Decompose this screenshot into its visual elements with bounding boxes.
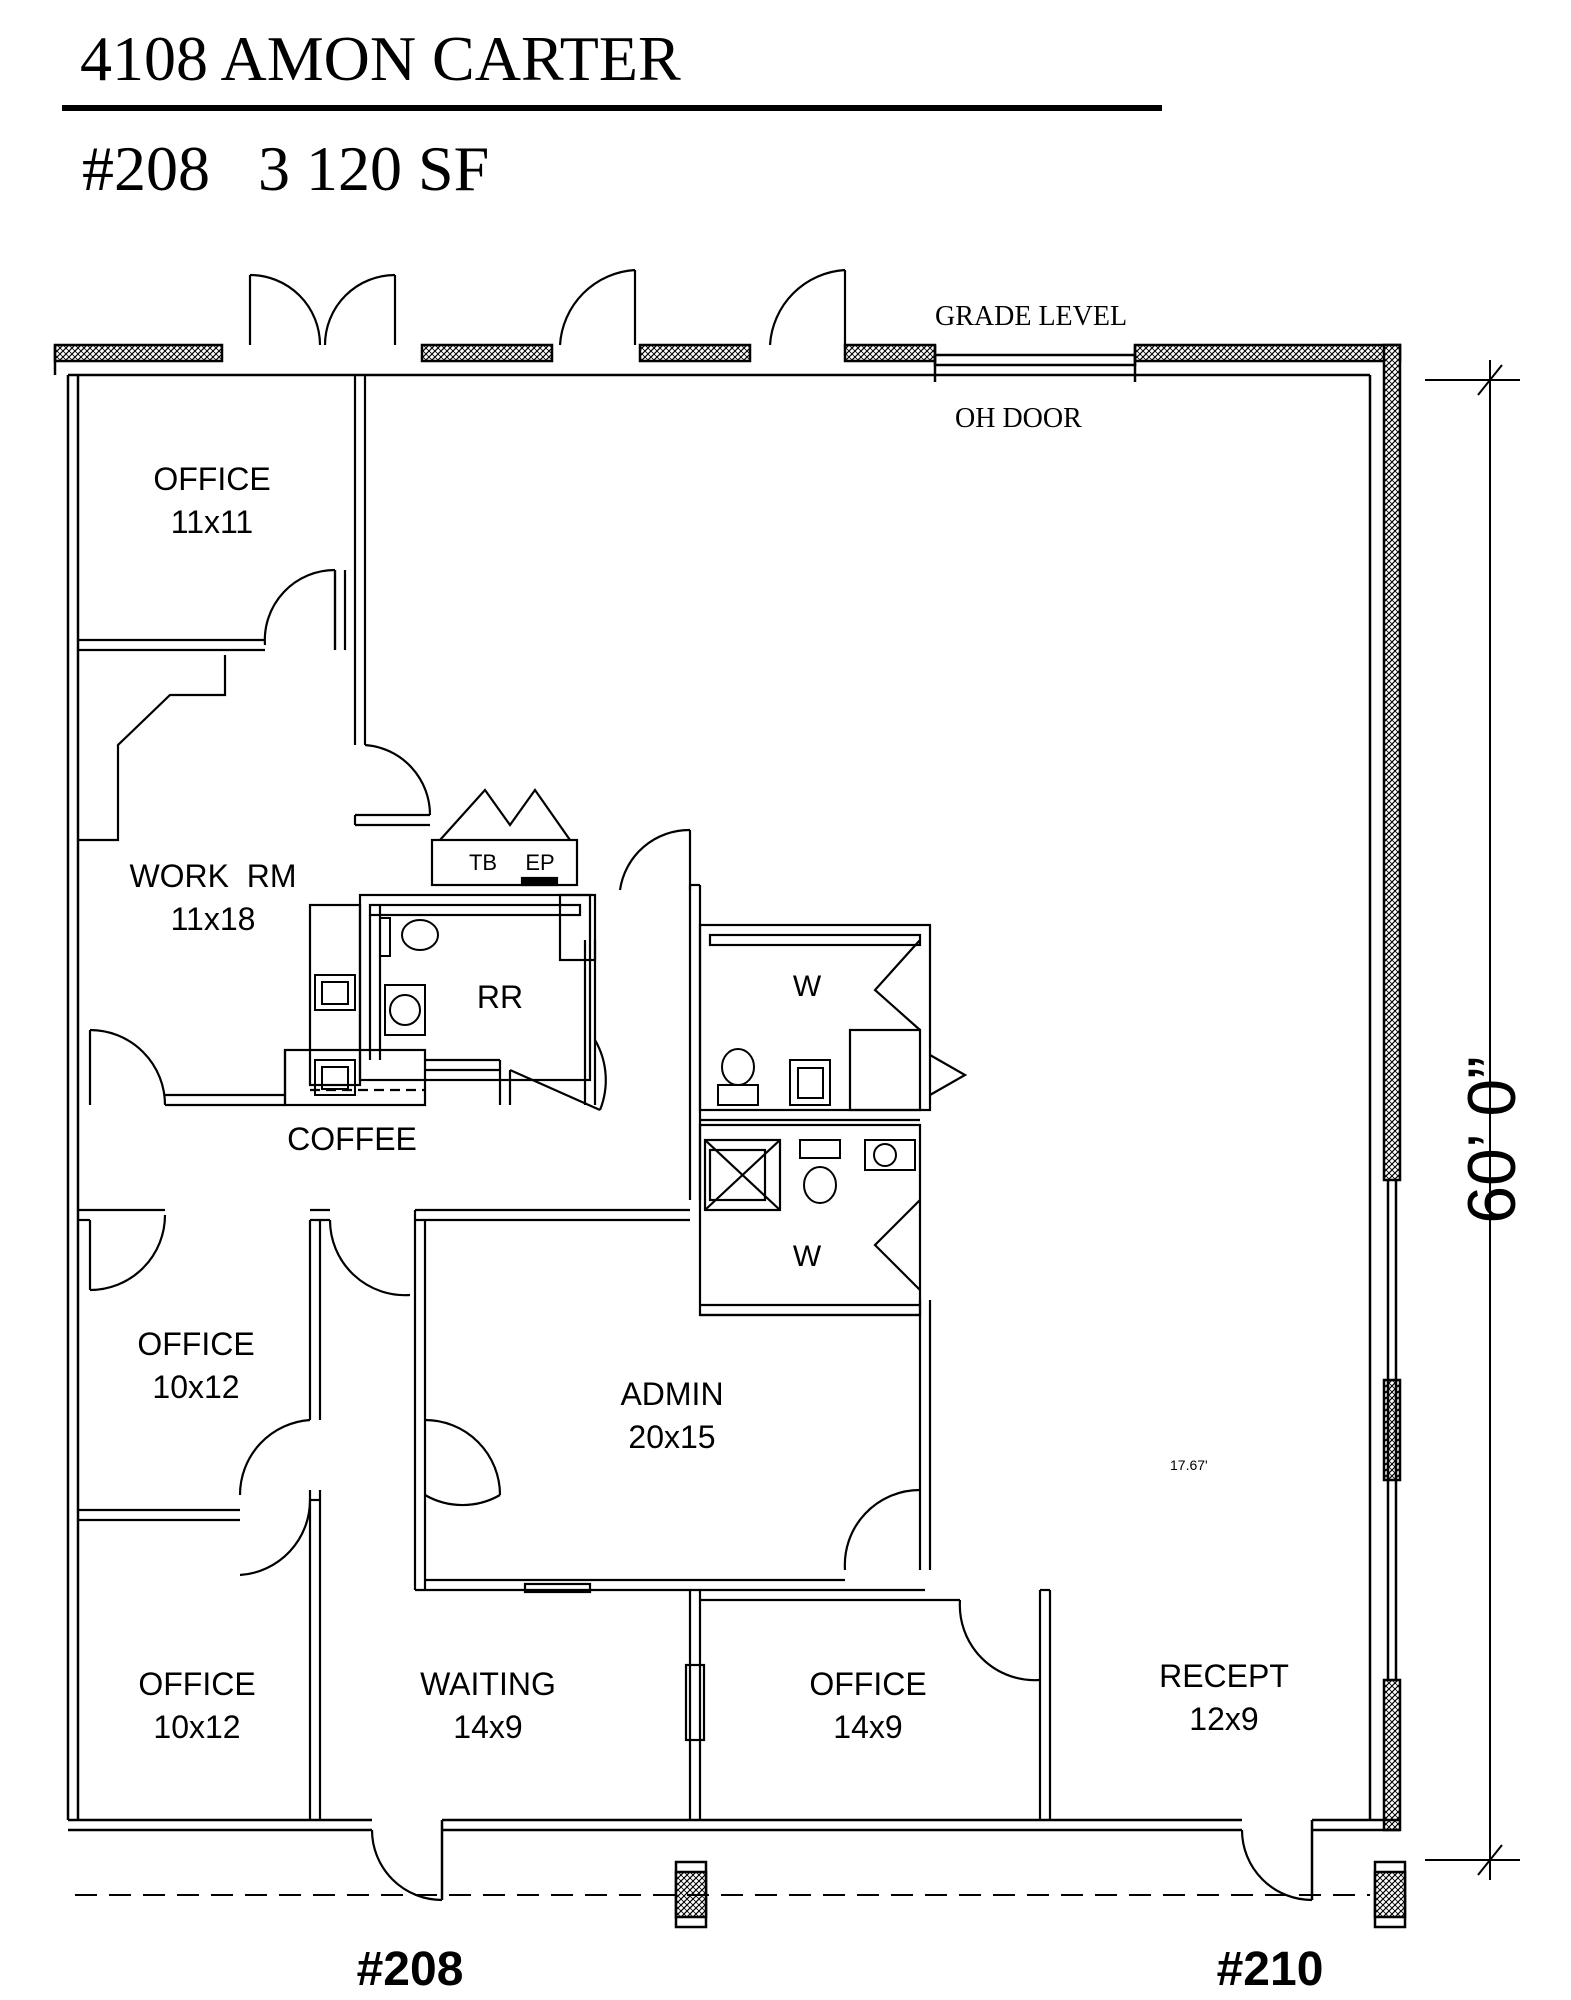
ep-label: EP (525, 850, 554, 875)
room-size: 14x9 (833, 1709, 902, 1745)
room-size: 12x9 (1189, 1701, 1258, 1737)
room-size: 10x12 (153, 1709, 240, 1745)
doors (88, 268, 1313, 1902)
interior-walls (78, 375, 1052, 1820)
outer-walls (53, 343, 1407, 1929)
height-dimension (1425, 360, 1520, 1880)
tb-label: TB (469, 850, 497, 875)
plumbing-fixtures (314, 917, 916, 1204)
measure-note: 17.67' (1170, 1457, 1208, 1473)
w-lower-label: W (793, 1240, 822, 1273)
suite-number-left: #208 (357, 1943, 464, 1996)
room-name: RECEPT (1159, 1658, 1289, 1694)
suite-number-right: #210 (1217, 1943, 1324, 1996)
rr-label: RR (477, 979, 523, 1015)
room-size: 11x11 (171, 504, 253, 540)
room-size: 11x18 (171, 901, 256, 937)
room-name: OFFICE (809, 1666, 926, 1702)
room-name: WORK RM (129, 858, 296, 894)
room-size: 14x9 (453, 1709, 522, 1745)
room-name: OFFICE (138, 1666, 255, 1702)
room-labels: OFFICE 11x11 WORK RM 11x18 TB EP RR W W … (129, 461, 1288, 1745)
suite-area-title: #208 3 120 SF (82, 133, 489, 204)
room-name: WAITING (420, 1666, 556, 1702)
address-title: 4108 AMON CARTER (80, 23, 681, 94)
room-name: OFFICE (153, 461, 270, 497)
room-size: 20x15 (628, 1419, 715, 1455)
coffee-label: COFFEE (287, 1121, 417, 1157)
height-dimension-label: 60’ 0” (1454, 1056, 1530, 1224)
room-name: ADMIN (620, 1376, 723, 1412)
room-name: OFFICE (137, 1326, 254, 1362)
w-upper-label: W (793, 970, 822, 1003)
room-size: 10x12 (152, 1369, 239, 1405)
oh-door-note: OH DOOR (955, 403, 1082, 434)
grade-level-note: GRADE LEVEL (935, 301, 1127, 332)
